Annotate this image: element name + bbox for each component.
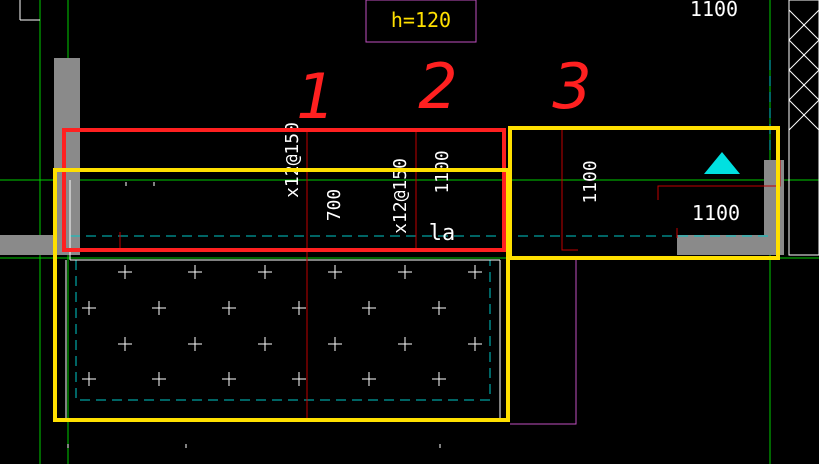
gray-wall-left-horizontal xyxy=(0,235,80,255)
plus-mark-4 xyxy=(328,265,342,279)
plus-mark-6 xyxy=(468,265,482,279)
slab-thickness-label: h=120 xyxy=(391,8,451,32)
plus-mark-14 xyxy=(188,337,202,351)
anchorage-length-label: la xyxy=(429,221,456,246)
cyan-dashed-foundation xyxy=(75,260,491,401)
plus-mark-17 xyxy=(398,337,412,351)
slab-label-frame xyxy=(365,0,477,43)
plus-grid xyxy=(82,265,482,386)
plus-mark-24 xyxy=(432,372,446,386)
dimension-1100-vertical-right: 1100 xyxy=(580,160,601,203)
plus-mark-18 xyxy=(468,337,482,351)
plus-mark-10 xyxy=(292,301,306,315)
plus-mark-7 xyxy=(82,301,96,315)
plus-mark-5 xyxy=(398,265,412,279)
yellow-highlight-box-left xyxy=(53,168,510,422)
yellow-highlight-box-right xyxy=(508,126,780,260)
red-highlight-box xyxy=(62,128,506,252)
plus-mark-8 xyxy=(152,301,166,315)
plus-mark-12 xyxy=(432,301,446,315)
handwritten-marker-3: 3 xyxy=(552,50,591,123)
elevation-triangle-icon xyxy=(704,152,740,174)
hatched-column xyxy=(788,0,819,256)
plus-mark-1 xyxy=(118,265,132,279)
plus-mark-15 xyxy=(258,337,272,351)
red-rebar-right-bar xyxy=(561,130,578,251)
small-white-ticks xyxy=(67,182,441,448)
top-left-white-lines xyxy=(19,0,40,21)
plus-mark-22 xyxy=(292,372,306,386)
plus-mark-21 xyxy=(222,372,236,386)
plus-mark-20 xyxy=(152,372,166,386)
plus-mark-2 xyxy=(188,265,202,279)
handwritten-marker-1: 1 xyxy=(296,60,335,133)
hatch-line-8 xyxy=(788,99,819,131)
plus-mark-3 xyxy=(258,265,272,279)
plus-mark-16 xyxy=(328,337,342,351)
hatch-line-2 xyxy=(788,9,819,41)
gray-walls xyxy=(0,58,784,255)
hatch-line-6 xyxy=(788,69,819,101)
rebar-label-a: x12@150 xyxy=(282,122,303,198)
top-right-dimension: 1100 xyxy=(690,0,738,21)
plus-mark-19 xyxy=(82,372,96,386)
rebar-label-b: x12@150 xyxy=(390,158,411,234)
plus-mark-9 xyxy=(222,301,236,315)
magenta-outline xyxy=(510,258,577,425)
gray-wall-left-vertical xyxy=(54,58,80,235)
plus-mark-23 xyxy=(362,372,376,386)
dimension-1100-horizontal: 1100 xyxy=(692,201,740,225)
handwritten-marker-2: 2 xyxy=(418,50,457,123)
hatch-line-4 xyxy=(788,39,819,71)
cyan-dashed-lines xyxy=(70,60,771,401)
hatched-column-outline xyxy=(788,0,819,256)
plus-mark-13 xyxy=(118,337,132,351)
dimension-700: 700 xyxy=(324,189,345,222)
gray-wall-right-horizontal xyxy=(677,235,784,255)
plus-mark-11 xyxy=(362,301,376,315)
